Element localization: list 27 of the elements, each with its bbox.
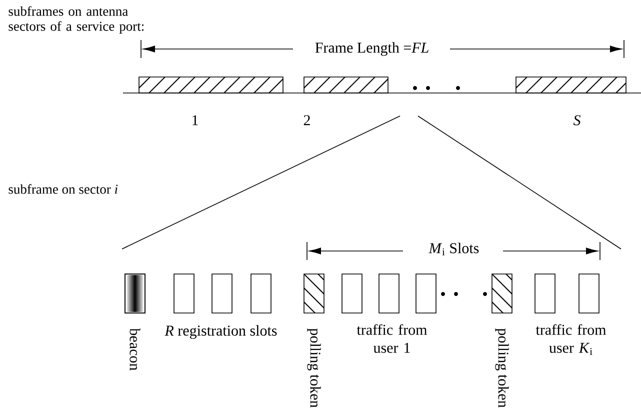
slot-box — [378, 274, 400, 314]
slot-box — [492, 274, 512, 314]
slot-box — [416, 274, 436, 314]
subframe-number: S — [573, 115, 580, 126]
subframe-bar — [304, 76, 388, 94]
subframe-bar — [516, 76, 626, 94]
slot-box — [342, 274, 362, 314]
caption-text: subframes on antenna sectors of a service port: — [8, 6, 144, 34]
dimension-label: Frame Length =FL — [315, 42, 428, 56]
slot-box — [174, 274, 194, 314]
slot-box — [534, 274, 556, 314]
slot-box — [578, 274, 600, 314]
slot-box — [250, 274, 272, 314]
slot-label: polling token — [495, 328, 509, 408]
slot-group-label: traffic from user 1 — [356, 324, 428, 353]
subframe-number: 1 — [192, 115, 198, 126]
caption-text: subframe on sector i — [8, 184, 118, 194]
slot-label: beacon — [130, 328, 140, 370]
slot-group-label: R registration slots — [164, 325, 277, 339]
slot-box — [124, 274, 146, 314]
subframe-bar — [138, 76, 284, 94]
subframe-number: 2 — [304, 115, 310, 126]
slot-box — [304, 274, 324, 314]
slot-box — [212, 274, 232, 314]
dimension-label: M$_{i}$ Slots — [428, 242, 479, 256]
slot-group-label: traffic from user K$_{i}$ — [536, 324, 606, 355]
slot-label: polling token — [307, 328, 321, 408]
